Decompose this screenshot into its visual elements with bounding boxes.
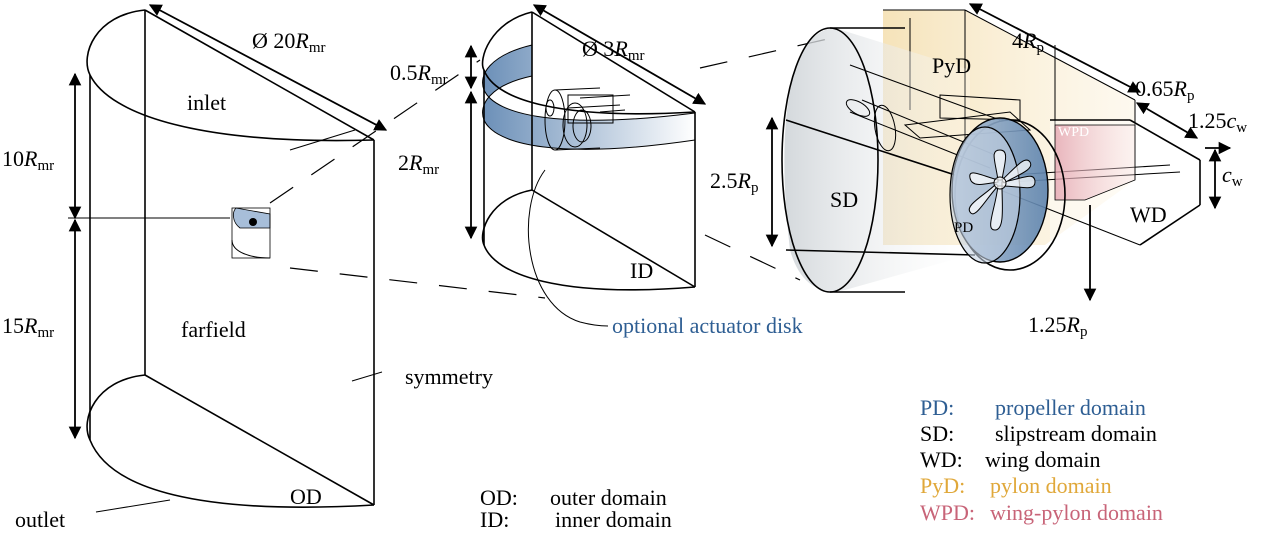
outer-dim-15-label: 15Rmr: [2, 313, 54, 341]
detail-dim-4rp-label: 4Rp: [1012, 28, 1044, 56]
inner-dim-2-label: 2Rmr: [398, 150, 439, 178]
outer-diameter-dim: [148, 4, 388, 131]
outlet-label: outlet: [15, 507, 65, 532]
pd-tag: PD: [954, 220, 973, 236]
wpd-fill: [1054, 124, 1136, 201]
farfield-label: farfield: [181, 317, 246, 342]
outer-dim-10-label: 10Rmr: [2, 146, 54, 174]
disk-bottom-arc: [482, 75, 696, 150]
wd-tag: WD: [1130, 202, 1167, 227]
legend-detail: PD:propeller domain SD:slipstream domain…: [920, 395, 1163, 525]
od-tag: OD: [290, 484, 322, 509]
detail-dim-125rp-label: 1.25Rp: [1028, 312, 1087, 340]
legend-pd: PD:propeller domain: [920, 395, 1146, 420]
pyd-tag: PyD: [932, 53, 971, 78]
actuator-disk-fill: [482, 45, 695, 150]
detail-dim-25rp-label: 2.5Rp: [710, 168, 758, 196]
legend-sd: SD:slipstream domain: [920, 421, 1157, 446]
outer-domain: Ø 20Rmr 10Rmr 15Rmr inlet farfield symme…: [2, 4, 493, 532]
propeller-blades: [968, 149, 1036, 231]
inner-bottom-edge: [531, 189, 696, 288]
inner-bottom-arc: [481, 189, 696, 291]
actuator-disk-label: optional actuator disk: [612, 313, 803, 338]
outer-bottom-edge: [144, 374, 375, 506]
outer-top-hatch: [289, 129, 356, 151]
outer-diameter-label: Ø 20Rmr: [252, 28, 326, 56]
outer-bottom-arc: [86, 374, 375, 508]
inlet-label: inlet: [187, 90, 226, 115]
zoom-connector-2-bottom: [704, 234, 801, 281]
detail-dim-4rp: [968, 3, 1142, 93]
slipstream-fill: [784, 28, 970, 292]
inner-dim-05-label: 0.5Rmr: [390, 60, 448, 88]
detail-dim-065rp: [1135, 102, 1199, 139]
inner-domain: Ø 3Rmr 0.5Rmr 2Rmr ID optional actuator …: [390, 4, 803, 338]
legend-wd: WD:wing domain: [920, 447, 1101, 472]
symmetry-label: symmetry: [405, 364, 493, 389]
disk-top-arc: [482, 44, 696, 121]
inner-diameter-label: Ø 3Rmr: [582, 36, 645, 64]
outer-top-arc: [86, 9, 375, 142]
detail-dim-125cw-label: 1.25cw: [1188, 108, 1247, 136]
legend-pyd: PyD:pylon domain: [920, 473, 1112, 498]
inner-top-arc: [481, 11, 696, 115]
legend-wpd: WPD:wing-pylon domain: [920, 500, 1163, 525]
legend-id: ID:inner domain: [480, 507, 672, 532]
inner-diameter-dim: [532, 4, 707, 105]
wpd-tag: WPD: [1058, 125, 1089, 140]
zoom-connector-top: [269, 59, 481, 204]
id-tag: ID: [630, 258, 653, 283]
detail-domain: 4Rp 0.65Rp 1.25cw cw 2.5Rp 1.25Rp PyD WP…: [710, 3, 1247, 340]
legend-od: OD:outer domain: [480, 485, 667, 510]
legend-inner-outer: OD:outer domain ID:inner domain: [480, 485, 672, 532]
symmetry-leader: [351, 371, 383, 382]
sd-tag: SD: [830, 187, 858, 212]
actuator-leader: [528, 169, 609, 327]
zoom-connector-bottom: [289, 267, 546, 299]
outer-mini-id: [231, 207, 271, 259]
detail-dim-065rp-label: 0.65Rp: [1135, 76, 1194, 104]
outlet-leader: [95, 499, 171, 513]
detail-dim-cw-label: cw: [1222, 162, 1243, 190]
